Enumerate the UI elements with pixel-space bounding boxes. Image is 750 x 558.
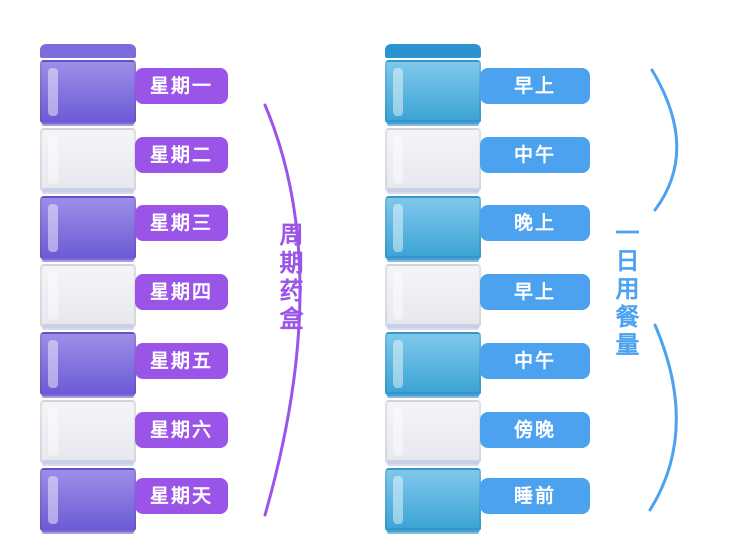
stack-cap xyxy=(385,44,481,58)
meal-time-label: 早上 xyxy=(480,68,590,104)
daily-pill-stack xyxy=(385,44,481,536)
pill-container xyxy=(40,400,136,466)
pill-container xyxy=(40,264,136,330)
weekday-label: 星期四 xyxy=(135,274,228,310)
weekday-label: 星期一 xyxy=(135,68,228,104)
weekday-label: 星期六 xyxy=(135,412,228,448)
weekday-label: 星期三 xyxy=(135,205,228,241)
pill-container xyxy=(385,332,481,398)
weekday-label: 星期五 xyxy=(135,343,228,379)
meal-time-label: 傍晚 xyxy=(480,412,590,448)
pill-container xyxy=(385,400,481,466)
pill-container xyxy=(385,468,481,534)
pill-container xyxy=(385,264,481,330)
pill-container xyxy=(40,60,136,126)
pill-container xyxy=(40,468,136,534)
meal-time-label: 中午 xyxy=(480,137,590,173)
meal-time-label: 早上 xyxy=(480,274,590,310)
pill-container xyxy=(385,128,481,194)
weekly-pill-stack xyxy=(40,44,136,536)
weekday-label: 星期天 xyxy=(135,478,228,514)
stack-cap xyxy=(40,44,136,58)
meal-time-label: 中午 xyxy=(480,343,590,379)
pill-container xyxy=(40,196,136,262)
pill-container xyxy=(385,196,481,262)
pill-container xyxy=(40,332,136,398)
daily-box-title: 一日用餐量 xyxy=(611,220,639,360)
pill-container xyxy=(385,60,481,126)
weekly-box-title: 周期药盒 xyxy=(275,222,303,334)
meal-time-label: 晚上 xyxy=(480,205,590,241)
pill-container xyxy=(40,128,136,194)
weekday-label: 星期二 xyxy=(135,137,228,173)
meal-time-label: 睡前 xyxy=(480,478,590,514)
